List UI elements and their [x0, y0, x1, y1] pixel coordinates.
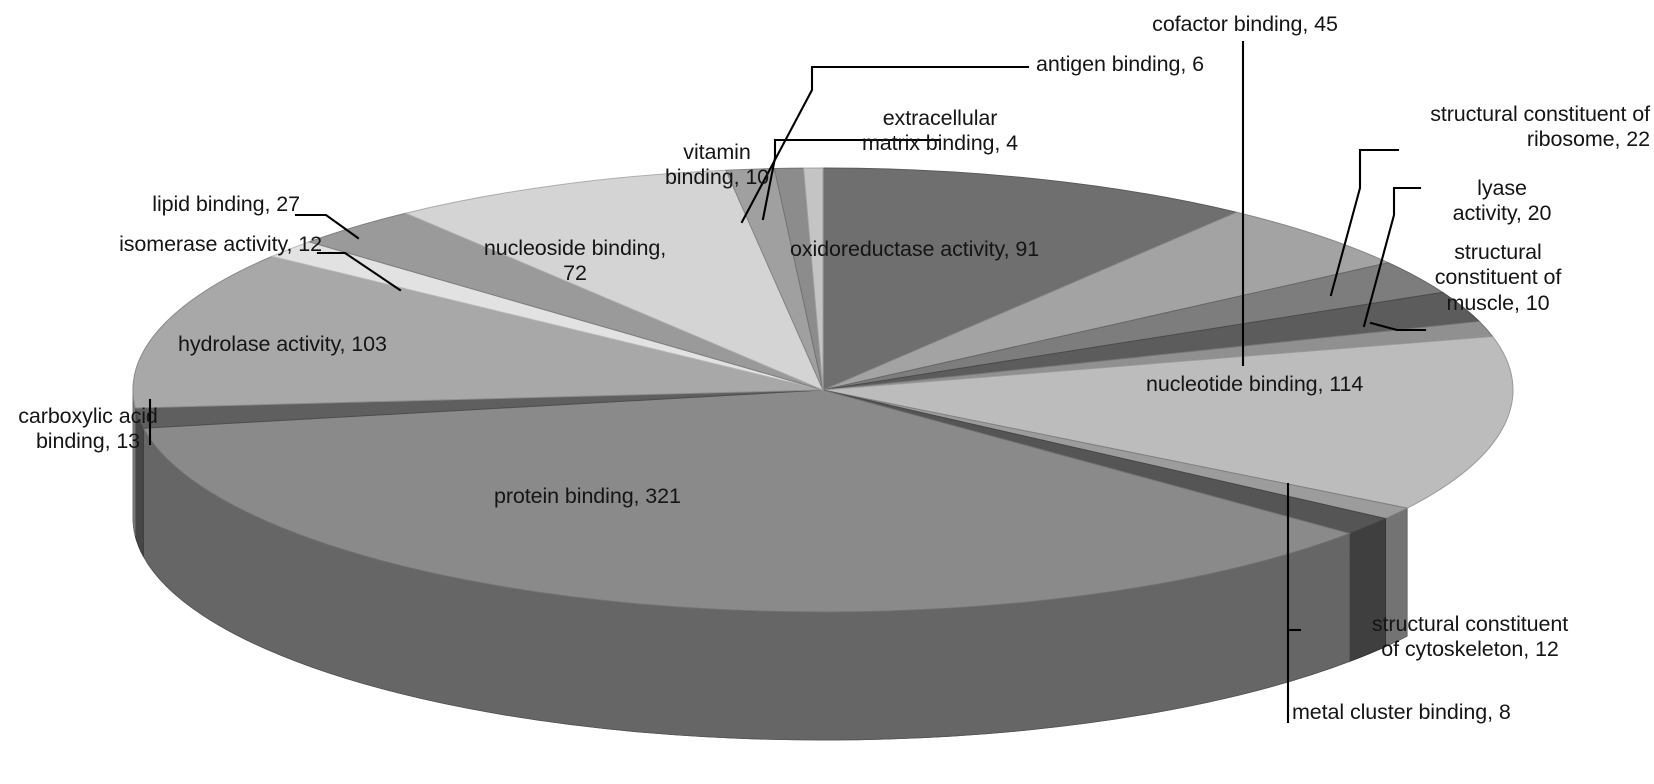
label-isomerase-activity: isomerase activity, 12 — [119, 232, 322, 256]
pie-slice[interactable] — [802, 167, 824, 391]
label-oxidoreductase-activity: oxidoreductase activity, 91 — [790, 237, 1040, 261]
label-carboxylic-acid-binding: carboxylic acid binding, 13 — [18, 404, 158, 454]
label-lipid-binding: lipid binding, 27 — [152, 192, 300, 216]
label-structural-constituent-muscle: structural constituent of muscle, 10 — [1434, 240, 1562, 315]
label-hydrolase-activity: hydrolase activity, 103 — [178, 332, 387, 356]
label-structural-constituent-ribosome: structural constituent of ribosome, 22 — [1430, 102, 1650, 152]
label-extracellular-matrix-binding: extracellular matrix binding, 4 — [861, 106, 1019, 156]
leader-muscle — [1369, 321, 1427, 332]
leader-ribosome — [1329, 148, 1400, 297]
pie-slice[interactable] — [132, 255, 824, 409]
label-metal-cluster-binding: metal cluster binding, 8 — [1292, 700, 1511, 724]
leader-ecm-binding — [761, 138, 942, 221]
label-antigen-binding: antigen binding, 6 — [1036, 52, 1204, 76]
pie-slice[interactable] — [404, 169, 824, 391]
label-vitamin-binding: vitamin binding, 10 — [664, 140, 770, 190]
label-cofactor-binding: cofactor binding, 45 — [1152, 12, 1338, 36]
label-lyase-activity: lyase activity, 20 — [1452, 176, 1552, 226]
pie-top-surface — [132, 167, 1514, 613]
leader-antigen-binding — [740, 65, 1030, 224]
pie-slice[interactable] — [822, 335, 1514, 509]
label-protein-binding: protein binding, 321 — [494, 484, 681, 508]
label-nucleotide-binding: nucleotide binding, 114 — [1146, 372, 1364, 396]
leader-lines — [148, 40, 1427, 724]
label-structural-constituent-cytoskeleton: structural constituent of cytoskeleton, … — [1371, 612, 1569, 662]
pie-slice[interactable] — [822, 167, 1238, 391]
leader-isomerase — [316, 251, 402, 292]
label-nucleoside-binding: nucleoside binding, 72 — [483, 236, 667, 286]
leader-lipid-binding — [294, 213, 360, 240]
pie-depth-wall — [132, 389, 1408, 741]
leader-lyase — [1362, 186, 1422, 328]
pie-slice[interactable] — [142, 389, 1352, 613]
